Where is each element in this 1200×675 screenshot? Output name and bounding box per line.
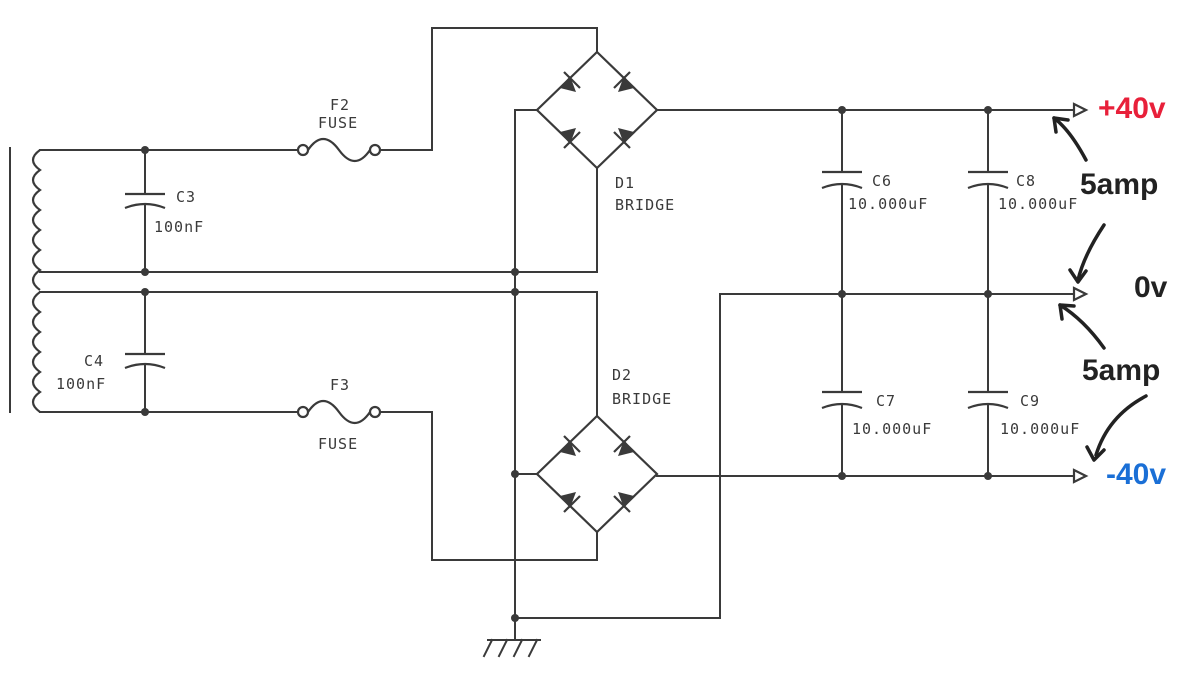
arrow-to-zero-from-bottom xyxy=(1058,303,1106,350)
d1-type-label: BRIDGE xyxy=(615,196,675,214)
capacitor-c3 xyxy=(124,192,166,210)
c4-ref-label: C4 xyxy=(84,352,104,370)
c4-value-label: 100nF xyxy=(56,375,106,393)
junction-dots xyxy=(141,106,992,622)
f3-type-label: FUSE xyxy=(318,435,358,453)
c8-ref-label: C8 xyxy=(1016,172,1036,190)
d2-type-label: BRIDGE xyxy=(612,390,672,408)
ground-bus xyxy=(514,109,721,621)
capacitor-c9 xyxy=(967,390,1009,410)
current-label-bottom: 5amp xyxy=(1082,354,1160,387)
transformer xyxy=(9,147,42,413)
current-arrows xyxy=(1052,116,1148,462)
output-terminals xyxy=(1072,102,1089,484)
bridge-rectifier-d1 xyxy=(535,50,659,170)
pos-rail-label: +40v xyxy=(1098,92,1166,125)
c7-ref-label: C7 xyxy=(876,392,896,410)
c9-value-label: 10.000uF xyxy=(1000,420,1080,438)
upper-secondary-wiring xyxy=(39,27,598,273)
ground-symbol xyxy=(482,619,541,658)
arrow-to-zero-from-top xyxy=(1076,223,1106,282)
capacitor-c7 xyxy=(821,390,863,410)
bridge-rectifier-d2 xyxy=(535,414,659,534)
f3-ref-label: F3 xyxy=(330,376,350,394)
arrow-to-neg-rail xyxy=(1094,394,1148,457)
capacitor-c6 xyxy=(821,170,863,190)
zero-rail-label: 0v xyxy=(1134,271,1168,304)
fuse-f2 xyxy=(296,137,382,163)
fuse-f3 xyxy=(296,399,382,425)
c6-value-label: 10.000uF xyxy=(848,195,928,213)
current-label-top: 5amp xyxy=(1080,168,1158,201)
d2-ref-label: D2 xyxy=(612,366,632,384)
f2-type-label: FUSE xyxy=(318,114,358,132)
capacitor-c8 xyxy=(967,170,1009,190)
d1-ref-label: D1 xyxy=(615,174,635,192)
capacitor-columns xyxy=(841,109,989,477)
output-rails xyxy=(656,109,1075,477)
arrow-to-pos-rail xyxy=(1052,116,1088,162)
c7-value-label: 10.000uF xyxy=(852,420,932,438)
c3-value-label: 100nF xyxy=(154,218,204,236)
f2-ref-label: F2 xyxy=(330,96,350,114)
c8-value-label: 10.000uF xyxy=(998,195,1078,213)
capacitor-c4 xyxy=(124,352,166,370)
neg-rail-label: -40v xyxy=(1106,458,1166,491)
lower-secondary-wiring xyxy=(39,291,598,561)
c9-ref-label: C9 xyxy=(1020,392,1040,410)
c6-ref-label: C6 xyxy=(872,172,892,190)
c3-ref-label: C3 xyxy=(176,188,196,206)
